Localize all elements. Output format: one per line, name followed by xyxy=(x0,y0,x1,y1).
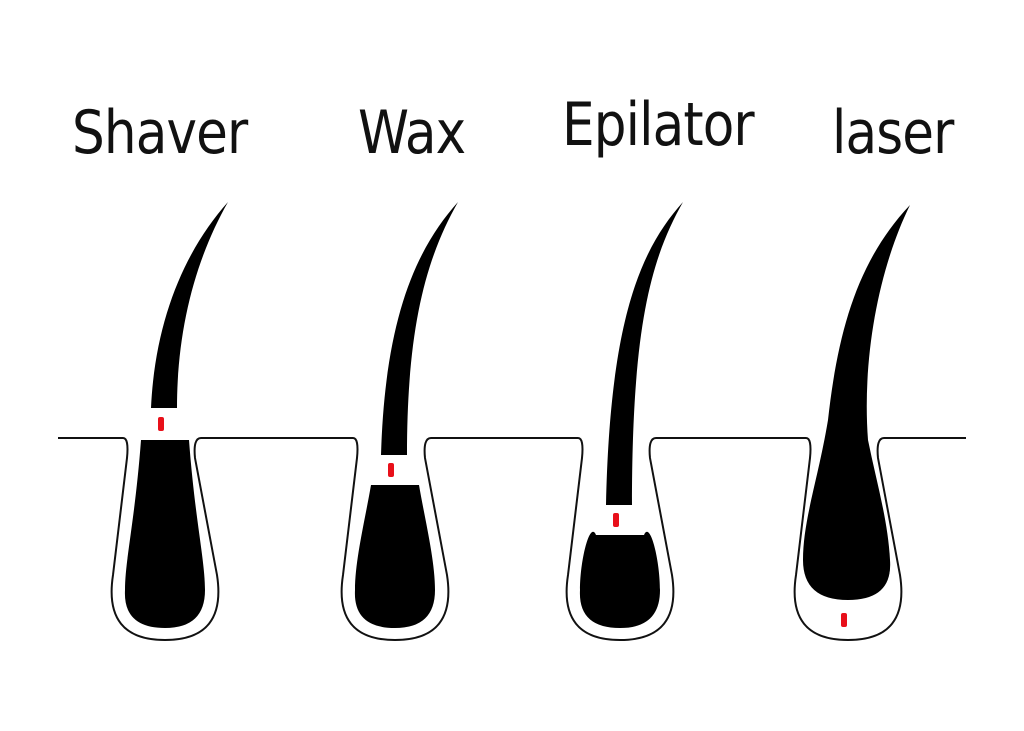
hair-shaft-wax xyxy=(381,202,458,455)
skin-line xyxy=(58,437,966,642)
cut-mark-epilator xyxy=(613,513,619,527)
label-shaver: Shaver xyxy=(72,98,248,168)
cut-mark-wax xyxy=(388,463,394,477)
hair-bulb-epilator xyxy=(579,531,660,628)
cut-mark-laser xyxy=(841,613,847,627)
hair-bulb-shaver xyxy=(124,440,205,628)
label-laser: laser xyxy=(832,98,954,168)
label-wax: Wax xyxy=(358,98,466,168)
hair-laser xyxy=(803,205,910,600)
label-epilator: Epilator xyxy=(562,90,755,160)
hair-shaft-shaver xyxy=(151,202,228,408)
cut-mark-shaver xyxy=(158,417,164,431)
hair-bulb-wax xyxy=(354,485,435,628)
hair-shaft-epilator xyxy=(606,202,683,505)
